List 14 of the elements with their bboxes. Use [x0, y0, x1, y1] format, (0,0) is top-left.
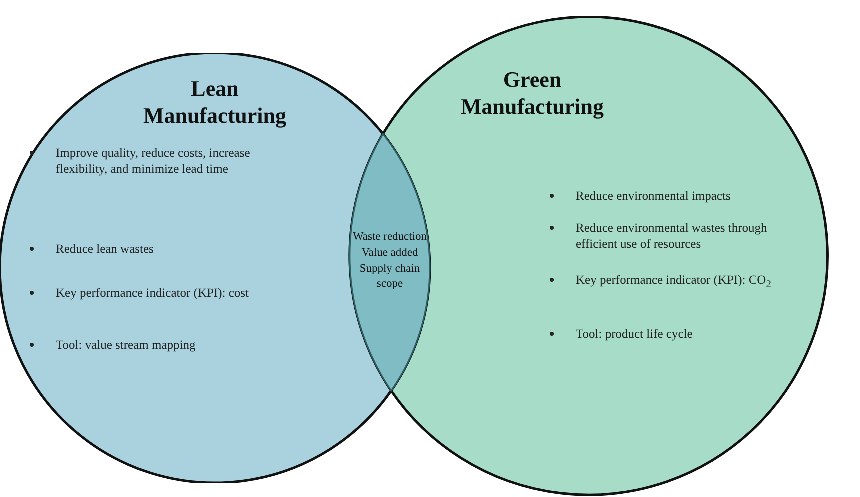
bullet-text: Reduce environmental impacts	[576, 188, 732, 204]
circle-heading: Green Manufacturing	[460, 66, 605, 120]
bullet-text: Tool: value stream mapping	[56, 337, 197, 353]
bullet-text: Reduce lean wastes	[56, 241, 155, 257]
bullet-text: Key performance indicator (KPI): cost	[56, 285, 250, 301]
bullet-text: Improve quality, reduce costs, increase flexibility, and minimize lead time	[56, 145, 252, 177]
bullet-text: Tool: product life cycle	[576, 326, 694, 342]
overlap-text: Waste reduction	[352, 230, 428, 245]
overlap-text: Supply chain scope	[358, 262, 422, 292]
bullet-text: Reduce environmental wastes through efficient use of resources	[576, 220, 768, 252]
circle-heading: Lean Manufacturing	[142, 75, 288, 129]
overlap-text: Value added	[360, 246, 420, 261]
overlap-region	[349, 133, 431, 392]
bullet-text: Key performance indicator (KPI): CO$_{2}$	[576, 272, 772, 292]
